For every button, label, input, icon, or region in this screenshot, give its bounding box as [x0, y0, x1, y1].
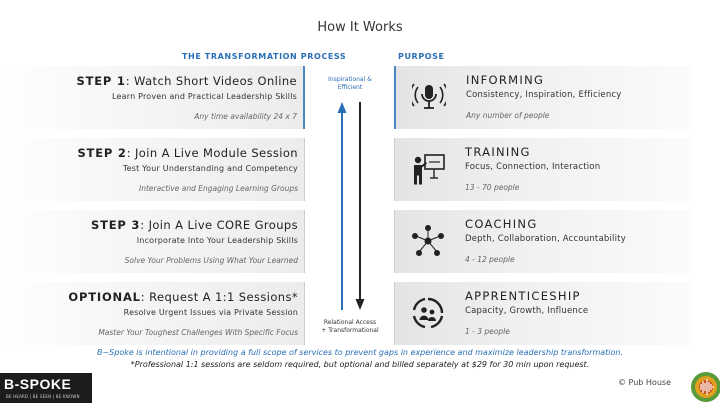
optional-step-label: OPTIONAL	[68, 290, 141, 304]
step-1-heading: : Watch Short Videos Online	[125, 74, 297, 88]
purpose-apprenticeship-panel: APPRENTICESHIP Capacity, Growth, Influen…	[394, 282, 692, 345]
direction-arrows	[337, 102, 365, 310]
optional-step-heading: : Request A 1:1 Sessions*	[140, 290, 298, 304]
purpose-column-header: PURPOSE	[398, 52, 445, 61]
footer-pricing-note: *Professional 1:1 sessions are seldom re…	[130, 360, 590, 369]
step-2-title: STEP 2: Join A Live Module Session	[77, 146, 298, 160]
purpose-apprenticeship-subtitle: Capacity, Growth, Influence	[465, 306, 589, 316]
optional-step-note: Master Your Toughest Challenges With Spe…	[98, 328, 298, 337]
step-2-heading: : Join A Live Module Session	[126, 146, 298, 160]
process-column-header: THE TRANSFORMATION PROCESS	[182, 52, 347, 61]
presenter-board-icon	[414, 154, 445, 185]
purpose-informing-note: Any number of people	[466, 111, 550, 120]
step-3-title: STEP 3: Join A Live CORE Groups	[91, 218, 298, 232]
step-2-subtitle: Test Your Understanding and Competency	[122, 164, 298, 173]
brand-logo: B-SPOKE BE HEARD | BE SEEN | BE KNOWN	[0, 373, 92, 403]
step-2-panel: STEP 2: Join A Live Module Session Test …	[0, 138, 305, 201]
step-1-title: STEP 1: Watch Short Videos Online	[77, 74, 298, 88]
podcast-mic-icon	[412, 83, 446, 109]
pub-house-badge-icon	[691, 372, 720, 402]
brand-tagline: BE HEARD | BE SEEN | BE KNOWN	[6, 394, 80, 399]
step-1-note: Any time availability 24 x 7	[194, 112, 297, 121]
step-2-label: STEP 2	[77, 146, 127, 160]
purpose-coaching-note: 4 - 12 people	[465, 255, 515, 264]
purpose-training-note: 13 - 70 people	[465, 183, 520, 192]
purpose-informing-subtitle: Consistency, Inspiration, Efficiency	[466, 90, 622, 100]
middle-bottom-line-2: + Transformational	[321, 327, 379, 334]
purpose-apprenticeship-title: APPRENTICESHIP	[465, 289, 581, 303]
step-1-subtitle: Learn Proven and Practical Leadership Sk…	[111, 92, 297, 101]
optional-step-panel: OPTIONAL: Request A 1:1 Sessions* Resolv…	[0, 282, 305, 345]
middle-top-line-2: Efficient	[337, 84, 363, 91]
purpose-training-subtitle: Focus, Connection, Interaction	[465, 162, 601, 172]
brand-name: B-SPOKE	[4, 376, 72, 392]
purpose-training-title: TRAINING	[465, 145, 531, 159]
up-arrow-icon	[337, 102, 347, 310]
down-arrow-icon	[355, 102, 365, 310]
purpose-informing-title: INFORMING	[466, 73, 545, 87]
purpose-coaching-subtitle: Depth, Collaboration, Accountability	[465, 234, 626, 244]
step-3-label: STEP 3	[91, 218, 141, 232]
step-3-panel: STEP 3: Join A Live CORE Groups Incorpor…	[0, 210, 305, 273]
step-1-label: STEP 1	[76, 74, 126, 88]
purpose-coaching-title: COACHING	[465, 217, 538, 231]
step-2-note: Interactive and Engaging Learning Groups	[139, 184, 298, 193]
middle-top-line-1: Inspirational &	[328, 76, 372, 83]
footer-intent-statement: B~Spoke is intentional in providing a fu…	[96, 348, 624, 357]
mentor-cycle-icon	[412, 297, 444, 329]
purpose-coaching-panel: COACHING Depth, Collaboration, Accountab…	[394, 210, 692, 273]
step-3-note: Solve Your Problems Using What Your Lear…	[124, 256, 298, 265]
people-network-icon	[412, 225, 444, 256]
middle-top-caption: Inspirational & Efficient	[311, 76, 389, 92]
purpose-training-panel: TRAINING Focus, Connection, Interaction …	[394, 138, 692, 201]
middle-bottom-caption: Relational Access + Transformational	[311, 319, 389, 335]
step-3-subtitle: Incorporate Into Your Leadership Skills	[136, 236, 298, 245]
step-3-heading: : Join A Live CORE Groups	[140, 218, 298, 232]
step-1-panel: STEP 1: Watch Short Videos Online Learn …	[0, 66, 305, 129]
purpose-informing-panel: INFORMING Consistency, Inspiration, Effi…	[394, 66, 692, 129]
purpose-apprenticeship-note: 1 - 3 people	[465, 327, 510, 336]
optional-step-subtitle: Resolve Urgent Issues via Private Sessio…	[123, 308, 298, 317]
page-title: How It Works	[317, 20, 403, 35]
middle-bottom-line-1: Relational Access	[323, 319, 377, 326]
copyright-text: © Pub House	[618, 378, 671, 387]
optional-step-title: OPTIONAL: Request A 1:1 Sessions*	[68, 290, 298, 304]
